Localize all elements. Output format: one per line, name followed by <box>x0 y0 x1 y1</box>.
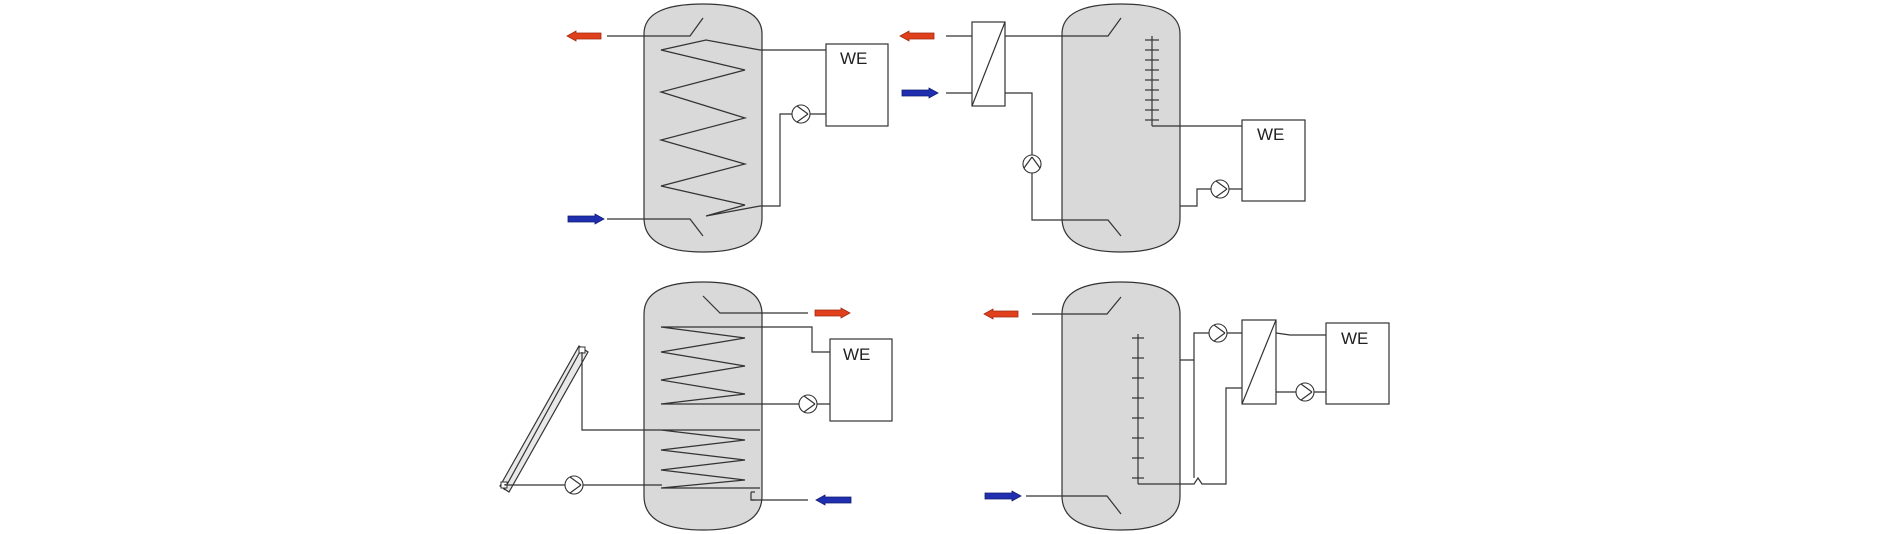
heat-generator-box <box>1241 119 1306 202</box>
cold-water-inlet-arrow-icon <box>901 87 939 99</box>
storage-tank <box>1061 281 1181 531</box>
hot-water-outlet-arrow-icon <box>566 30 602 42</box>
heating-coil <box>658 39 761 217</box>
upper-heating-coil <box>660 326 760 405</box>
temperature-sensor-rail <box>1132 334 1144 484</box>
cold-water-pipe <box>1026 495 1122 515</box>
heat-generator-box <box>825 43 889 127</box>
heat-generator-label: WE <box>1341 329 1368 348</box>
return-pipe <box>760 113 826 207</box>
hot-water-pipe <box>702 295 808 314</box>
cold-water-inlet-arrow-icon <box>567 213 605 225</box>
solar-heating-coil <box>660 429 760 489</box>
storage-tank <box>1061 3 1181 253</box>
temperature-sensor-rail <box>1145 36 1159 126</box>
hot-water-outlet-arrow-icon <box>983 308 1019 320</box>
pump-icon <box>1295 382 1315 402</box>
pump-icon <box>798 394 818 414</box>
cold-water-inlet-arrow-icon <box>815 494 852 506</box>
system-top-right: WE <box>899 3 1306 253</box>
system-top-left: WE <box>566 3 889 253</box>
heat-generator-box <box>829 338 893 422</box>
pump-icon <box>1210 179 1230 199</box>
heat-generator-label: WE <box>843 345 870 364</box>
system-bottom-left: WE <box>499 281 893 531</box>
hot-water-pipe <box>1032 296 1122 315</box>
heat-generator-label: WE <box>1257 125 1284 144</box>
pump-icon <box>791 104 811 124</box>
hot-water-pipe <box>607 17 704 37</box>
pump-icon <box>1022 154 1042 174</box>
solar-collector-icon <box>499 345 589 493</box>
heat-generator-label: WE <box>840 49 867 68</box>
hot-water-outlet-arrow-icon <box>899 30 935 42</box>
cold-water-inlet-arrow-icon <box>984 490 1022 502</box>
heat-generator-box <box>1325 322 1390 405</box>
cold-water-pipe <box>607 218 704 237</box>
hot-water-outlet-arrow-icon <box>814 307 851 319</box>
pump-icon <box>564 475 584 495</box>
storage-tank <box>643 281 763 531</box>
pump-icon <box>1208 323 1228 343</box>
storage-tank <box>643 3 763 253</box>
system-bottom-right: WE <box>983 281 1390 531</box>
